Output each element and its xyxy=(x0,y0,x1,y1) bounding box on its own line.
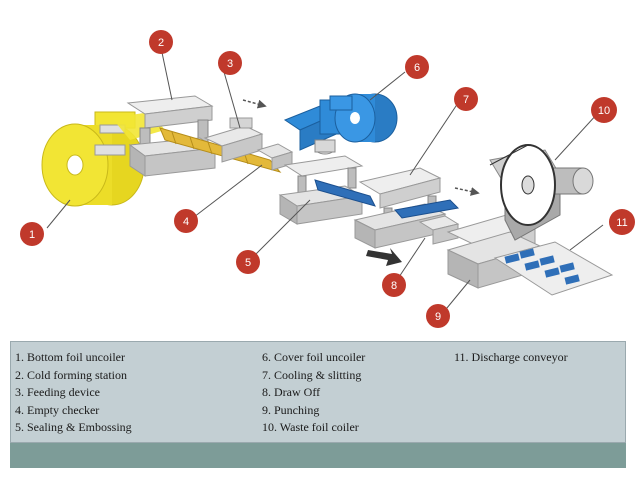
legend-item: 11. Discharge conveyor xyxy=(454,350,568,364)
discharge-conveyor xyxy=(493,241,614,296)
legend-item: 2. Cold forming station xyxy=(15,367,127,382)
legend-panel: 1. Bottom foil uncoiler 2. Cold forming … xyxy=(10,341,626,443)
leader-lines xyxy=(46,42,604,315)
callout-7: 7 xyxy=(454,87,478,111)
legend-footer-bar xyxy=(10,443,626,468)
legend-column-3: 11. Discharge conveyor xyxy=(454,349,568,367)
legend-item: 6. Cover foil uncoiler xyxy=(262,350,366,364)
legend-item: 7. Cooling & slitting xyxy=(262,367,362,382)
legend-item: 5. Sealing & Embossing xyxy=(15,420,132,435)
callout-1: 1 xyxy=(20,222,44,246)
legend-item: 10. Waste foil coiler xyxy=(262,420,359,435)
waste-foil-coiler xyxy=(489,144,594,241)
legend-column-2: 6. Cover foil uncoiler 7. Cooling & slit… xyxy=(262,349,365,437)
callout-2: 2 xyxy=(149,30,173,54)
callout-3: 3 xyxy=(218,51,242,75)
blister-machine-diagram: 1 2 3 4 5 6 7 8 9 10 11 xyxy=(20,30,635,328)
callout-5: 5 xyxy=(236,250,260,274)
svg-text:4: 4 xyxy=(183,216,189,228)
svg-text:11: 11 xyxy=(616,217,627,229)
legend-item: 9. Punching xyxy=(262,402,320,417)
svg-text:6: 6 xyxy=(414,62,420,74)
svg-text:1: 1 xyxy=(29,229,35,241)
callout-6: 6 xyxy=(405,55,429,79)
cover-foil-roll xyxy=(283,93,398,155)
callout-8: 8 xyxy=(382,273,406,297)
legend-column-1: 1. Bottom foil uncoiler 2. Cold forming … xyxy=(15,349,132,437)
callout-9: 9 xyxy=(426,304,450,328)
svg-text:7: 7 xyxy=(463,94,469,106)
svg-text:3: 3 xyxy=(227,58,233,70)
legend-item: 8. Draw Off xyxy=(262,385,321,400)
callout-11: 11 xyxy=(609,209,635,235)
legend-item: 3. Feeding device xyxy=(15,385,100,400)
svg-text:9: 9 xyxy=(435,311,441,323)
legend-item: 1. Bottom foil uncoiler xyxy=(15,350,125,364)
flow-arrows xyxy=(242,99,480,266)
svg-text:8: 8 xyxy=(391,280,397,292)
callout-4: 4 xyxy=(174,209,198,233)
callout-10: 10 xyxy=(591,97,617,123)
svg-text:10: 10 xyxy=(598,105,610,117)
legend-item: 4. Empty checker xyxy=(15,402,100,417)
sealing-station xyxy=(278,155,376,225)
direction-arrow xyxy=(366,248,402,266)
svg-text:5: 5 xyxy=(245,257,251,269)
svg-text:2: 2 xyxy=(158,37,164,49)
draw-off-unit xyxy=(418,215,460,245)
